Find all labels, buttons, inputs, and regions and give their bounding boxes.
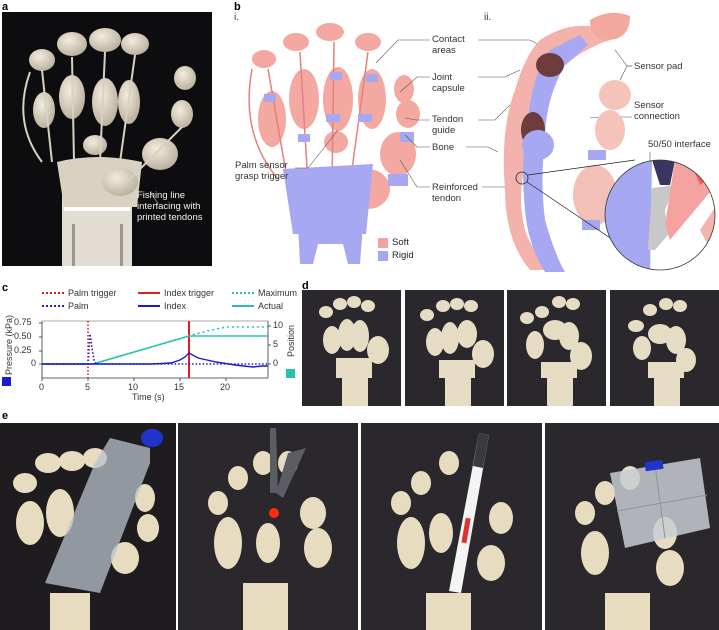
grasp-sequence-frame-1 (302, 290, 401, 406)
label-sensor-connection: Sensor connection (634, 100, 680, 122)
finger-cross-section (470, 10, 719, 280)
y-tick-0: 0 (31, 358, 37, 368)
grasp-sequence-frame-3 (507, 290, 606, 406)
label-interface: 50/50 interface (648, 139, 711, 150)
legend-palm-trigger: Palm trigger (42, 288, 117, 298)
hand-material-rendering (238, 14, 438, 264)
panel-b-sub-i: i. (234, 12, 239, 23)
pressure-axis-swatch (2, 377, 11, 386)
y-right-axis-title: Position (286, 324, 296, 358)
grasp-box-photo (545, 423, 719, 630)
grasp-marker-photo (361, 423, 542, 630)
position-axis-swatch (286, 369, 295, 378)
solid-red-swatch (138, 292, 160, 294)
y-tick-0.25: 0.25 (14, 345, 32, 355)
grasp-sequence-frame-2 (405, 290, 504, 406)
hand-illustration (22, 28, 196, 266)
label-bone: Bone (432, 142, 455, 153)
panel-b-label: b (234, 1, 241, 13)
legend-soft: Soft (378, 237, 414, 248)
y-tick-0.75: 0.75 (14, 317, 32, 327)
legend-palm: Palm (42, 301, 89, 311)
grasp-bottle-photo (0, 423, 176, 630)
x-tick-15: 15 (174, 382, 185, 392)
label-palm-sensor: Palm sensor grasp trigger (235, 160, 289, 182)
legend-rigid: Rigid (378, 250, 414, 261)
material-legend: Soft Rigid (378, 237, 414, 261)
legend-actual: Actual (232, 301, 283, 311)
y-right-tick-10: 10 (273, 320, 284, 330)
dotted-red-swatch (42, 292, 64, 294)
legend-index: Index (138, 301, 186, 311)
label-tendon-guide: Tendon guide (432, 114, 464, 136)
label-joint-capsule: Joint capsule (432, 72, 465, 94)
pressure-position-chart (39, 320, 271, 381)
x-tick-10: 10 (128, 382, 139, 392)
label-contact-areas: Contact areas (432, 34, 465, 56)
grasp-sequence-frame-4 (610, 290, 719, 406)
label-sensor-pad: Sensor pad (634, 61, 683, 72)
panel-b-sub-ii: ii. (484, 12, 492, 23)
solid-blue-swatch (138, 305, 160, 307)
x-tick-0: 0 (39, 382, 45, 392)
legend-index-trigger: Index trigger (138, 288, 214, 298)
panel-e-label: e (2, 410, 9, 422)
fishing-line-annotation: Fishing line interfacing with printed te… (137, 190, 203, 223)
y-tick-0.50: 0.50 (14, 331, 32, 341)
legend-maximum: Maximum (232, 288, 297, 298)
grasp-peg-photo (178, 423, 358, 630)
label-reinforced-tendon: Reinforced tendon (432, 182, 478, 204)
dotted-blue-swatch (42, 305, 64, 307)
panel-d-label: d (302, 280, 309, 292)
y-right-tick-0: 0 (273, 358, 279, 368)
x-tick-20: 20 (220, 382, 231, 392)
panel-a-label: a (2, 1, 9, 13)
robotic-hand-photo (2, 12, 212, 266)
panel-c-label: c (2, 282, 9, 294)
rigid-swatch (378, 250, 388, 261)
y-right-tick-5: 5 (273, 339, 279, 349)
y-axis-title: Pressure (kPa) (4, 314, 14, 376)
dotted-teal-swatch (232, 292, 254, 294)
soft-swatch (378, 237, 388, 248)
x-tick-5: 5 (85, 382, 91, 392)
x-axis-title: Time (s) (132, 392, 165, 402)
solid-teal-swatch (232, 305, 254, 307)
